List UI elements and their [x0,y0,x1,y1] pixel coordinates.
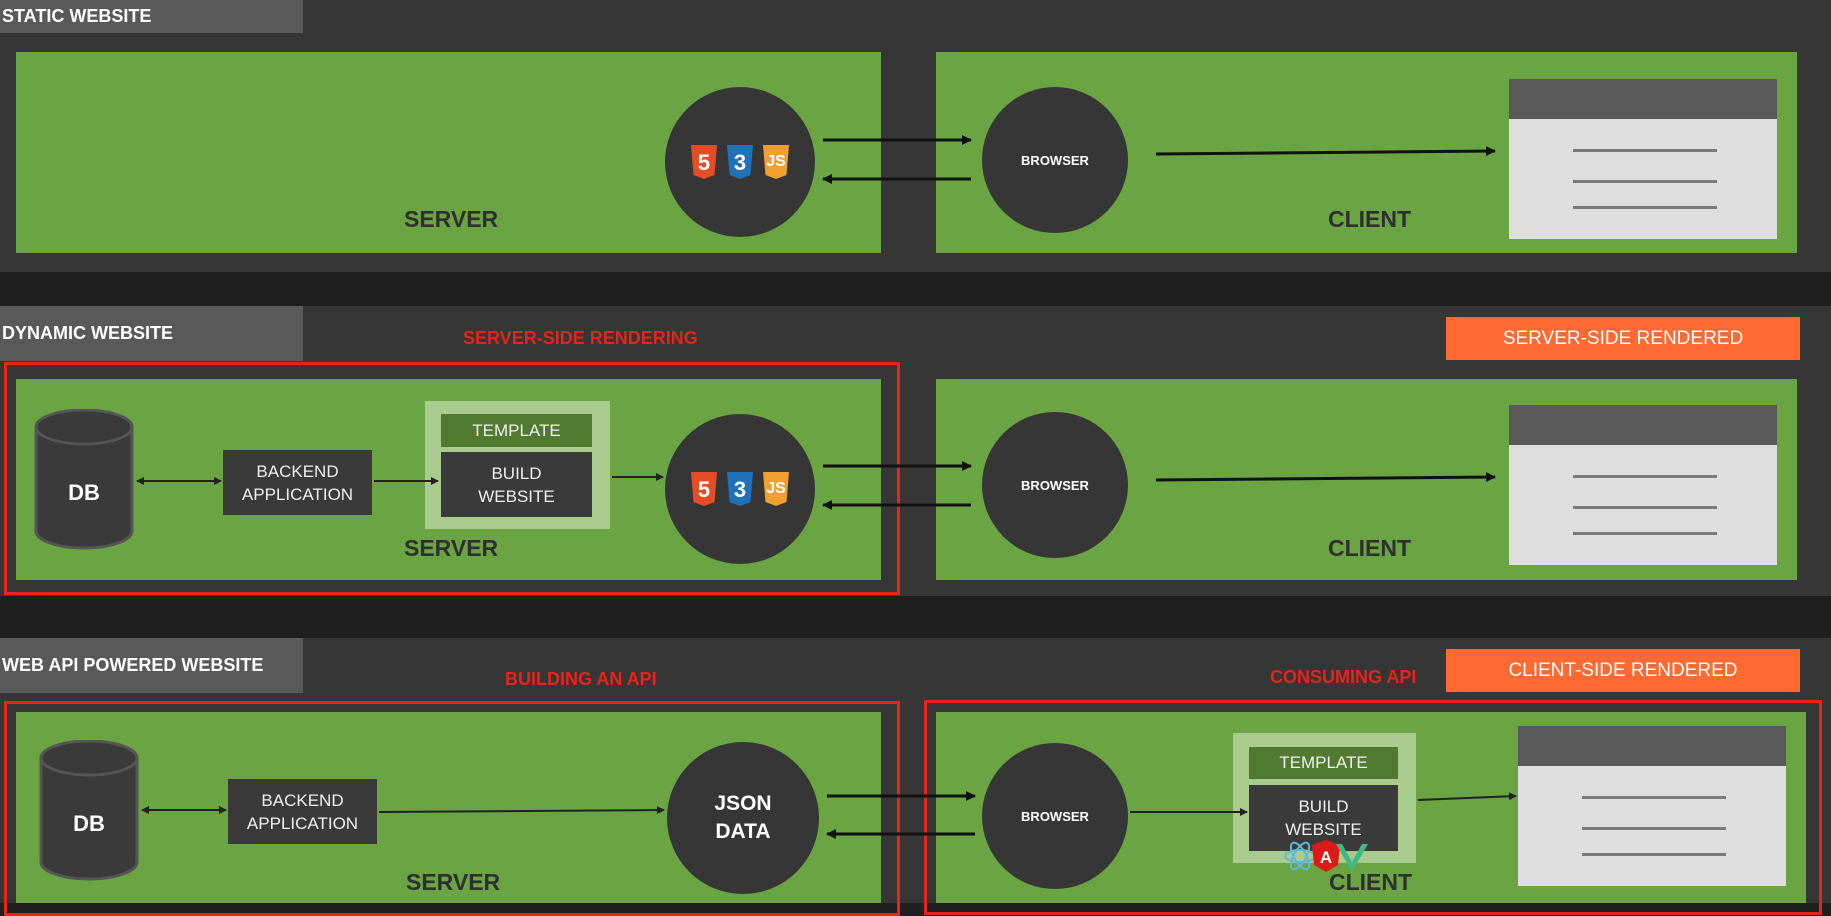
content-line [1573,475,1717,478]
api-db-label: DB [73,811,105,836]
javascript-icon: JS [763,145,789,179]
api-database-icon: DB [38,739,140,882]
client-side-rendered-badge: CLIENT-SIDE RENDERED [1446,649,1800,692]
javascript-shield [763,145,789,179]
api-backend-application: BACKEND APPLICATION [228,779,377,844]
api-build-website: BUILD WEBSITE [1249,785,1398,851]
html5-shield [691,472,717,506]
server-side-rendering-annotation: SERVER-SIDE RENDERING [463,328,698,348]
json-data-circle: JSON DATA [667,742,819,894]
angular-icon [1312,840,1340,872]
db-top [34,408,134,446]
html5-shield [691,145,717,179]
api-backend-json-arrow [378,806,665,815]
content-line [1573,506,1717,509]
content-line [1582,827,1726,830]
dynamic-db-label: DB [68,480,100,505]
api-server-label: SERVER [406,869,501,895]
api-rendered-page [1518,726,1786,886]
html5-icon: 5 [691,145,717,179]
dynamic-rendered-page [1509,405,1777,565]
vue-icon [1336,844,1368,872]
css3-icon: 3 [727,145,753,179]
dynamic-browser-circle: BROWSER [982,412,1128,558]
dynamic-template-label: TEMPLATE [441,414,592,447]
content-line [1573,149,1717,152]
api-website-title: WEB API POWERED WEBSITE [0,638,303,693]
db-body [34,427,134,550]
javascript-icon: JS [763,472,789,506]
api-client-label: CLIENT [1329,869,1413,895]
server-side-rendered-badge: SERVER-SIDE RENDERED [1446,317,1800,360]
window-titlebar [1509,405,1777,445]
consuming-api-annotation: CONSUMING API [1270,667,1417,687]
static-assets-circle: 5 3 JS [665,87,815,237]
building-an-api-annotation: BUILDING AN API [505,669,657,689]
dynamic-website-title: DYNAMIC WEBSITE [0,306,303,361]
api-render-arrow [1417,792,1517,801]
css3-icon: 3 [727,472,753,506]
server-side-rendering-frame [4,362,900,595]
content-line [1573,532,1717,535]
static-rendered-page [1509,79,1777,239]
html5-icon: 5 [691,472,717,506]
dynamic-build-website: BUILD WEBSITE [441,452,592,517]
content-line [1573,180,1717,183]
angular-letter: A [1320,848,1332,867]
dynamic-assets-circle: 5 3 JS [665,414,815,564]
db-top [39,739,139,777]
css3-shield [727,145,753,179]
api-template-label: TEMPLATE [1249,747,1398,779]
static-client-label: CLIENT [1328,206,1412,232]
javascript-shield [763,472,789,506]
framework-icons: A [1282,838,1370,874]
static-browser-circle: BROWSER [982,87,1128,233]
dynamic-database-icon: DB [33,408,135,551]
dynamic-backend-application: BACKEND APPLICATION [223,450,372,515]
dynamic-server-label: SERVER [404,535,499,561]
db-body [39,758,139,881]
static-render-arrow [1155,146,1496,157]
react-icon [1284,841,1316,871]
content-line [1582,796,1726,799]
content-line [1573,206,1717,209]
dynamic-render-arrow [1155,472,1496,483]
dynamic-client-label: CLIENT [1328,535,1412,561]
content-line [1582,853,1726,856]
static-website-title: STATIC WEBSITE [0,0,303,33]
window-titlebar [1509,79,1777,119]
window-titlebar [1518,726,1786,766]
static-server-label: SERVER [404,206,499,232]
api-browser-circle: BROWSER [982,743,1128,889]
css3-shield [727,472,753,506]
